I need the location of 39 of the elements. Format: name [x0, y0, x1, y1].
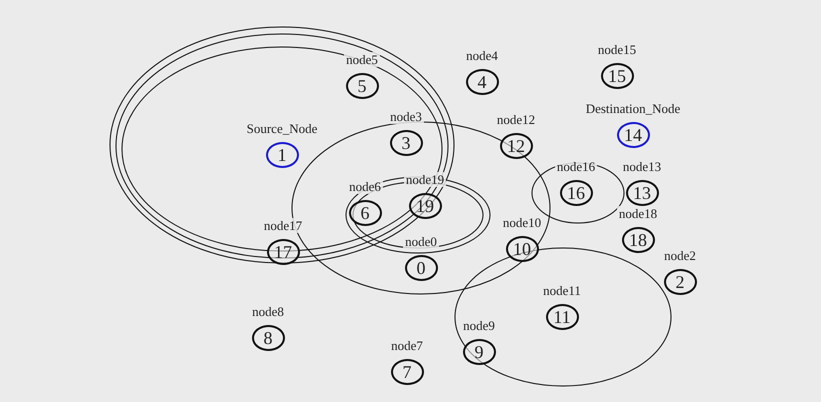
node-circle: 2 [664, 269, 696, 295]
node-circle: 14 [616, 122, 650, 148]
node-circle: 0 [404, 255, 438, 281]
node-label: node3 [388, 109, 424, 124]
node-circle: 16 [560, 180, 592, 206]
node-circle: 1 [266, 142, 298, 168]
node-label: node16 [554, 159, 598, 174]
node-circle: 17 [266, 239, 300, 265]
node-label: node19 [404, 172, 446, 187]
node-label: node8 [250, 304, 286, 319]
node-label: node5 [344, 52, 380, 67]
node-circle: 12 [500, 133, 532, 159]
node-label: node15 [596, 42, 638, 57]
node-label: Destination_Node [584, 101, 682, 116]
node-label: node13 [620, 159, 664, 174]
node-label: node7 [389, 338, 425, 353]
node-circle: 19 [408, 193, 442, 219]
node-label: node11 [541, 283, 583, 298]
node-circle: 6 [348, 200, 382, 226]
node-circle: 15 [600, 63, 634, 89]
node-circle: 5 [346, 73, 378, 99]
node-label: node6 [347, 179, 383, 194]
node-label: node9 [461, 318, 497, 333]
node-circle: 9 [462, 339, 496, 365]
node-circle: 18 [622, 227, 654, 253]
node-circle: 7 [390, 359, 424, 385]
node-circle: 4 [466, 69, 498, 95]
node-label: node18 [616, 206, 660, 221]
node-label: Source_Node [244, 121, 320, 136]
node-label: node4 [464, 48, 500, 63]
node-circle: 10 [506, 236, 538, 262]
node-label: node0 [403, 234, 439, 249]
node-circle: 3 [390, 130, 422, 156]
node-label: node10 [500, 215, 544, 230]
node-label: node17 [262, 218, 304, 233]
node-label: node12 [494, 112, 538, 127]
node-circle: 11 [546, 304, 578, 330]
node-circle: 8 [252, 325, 284, 351]
node-label: node2 [662, 248, 698, 263]
